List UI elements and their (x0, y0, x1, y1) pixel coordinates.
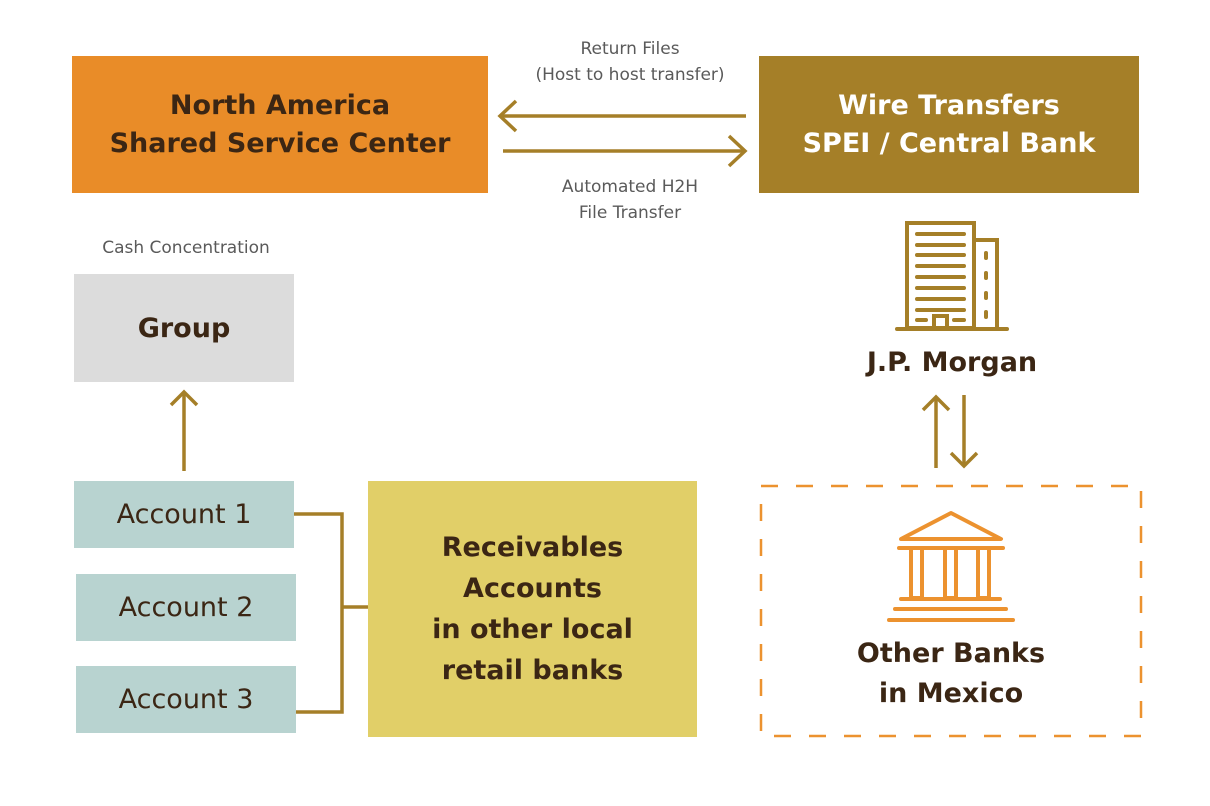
account-label: Account 2 (118, 592, 254, 623)
wire-transfers-node: Wire Transfers SPEI / Central Bank (759, 56, 1139, 193)
jp-morgan-label: J.P. Morgan (866, 346, 1038, 378)
bank-columns-icon (887, 511, 1015, 622)
return-files-arrow (497, 99, 746, 133)
node-title-line: retail banks (441, 655, 624, 686)
node-title-line: in Mexico (878, 678, 1024, 709)
node-title-line: Wire Transfers (838, 89, 1060, 121)
return-files-label: Return Files (Host to host transfer) (500, 36, 760, 88)
group-node: Group (74, 274, 294, 382)
node-title-line: in other local (432, 614, 633, 645)
automated-h2h-label: Automated H2H File Transfer (500, 174, 760, 226)
node-title-line: Receivables (441, 532, 624, 563)
node-title-line: SPEI / Central Bank (802, 127, 1096, 159)
node-title-line: Accounts (463, 573, 602, 604)
edge-label-line: Automated H2H (561, 177, 699, 197)
automated-h2h-arrow (503, 134, 748, 168)
cash-concentration-caption: Cash Concentration (102, 238, 270, 258)
account-label: Account 3 (118, 684, 254, 715)
other-banks-dashed-border (759, 484, 1143, 738)
accounts-to-group-arrow (169, 389, 199, 471)
account-node: Account 1 (74, 481, 294, 548)
node-title-line: North America (169, 89, 391, 121)
receivables-node: Receivables Accounts in other local reta… (368, 481, 697, 737)
jpmorgan-to-other-banks-arrow (949, 395, 979, 469)
shared-service-center-node: North America Shared Service Center (72, 56, 488, 193)
office-building-icon (895, 221, 1009, 331)
node-title-line: Other Banks (856, 638, 1046, 669)
accounts-bracket-connector (294, 512, 368, 714)
account-label: Account 1 (116, 499, 252, 530)
group-label: Group (137, 312, 231, 344)
edge-label-line: Return Files (580, 39, 680, 59)
edge-label-line: File Transfer (578, 203, 682, 223)
other-banks-node: Other Banks in Mexico (761, 632, 1141, 716)
account-node: Account 3 (76, 666, 296, 733)
other-banks-to-jpmorgan-arrow (921, 394, 951, 468)
edge-label-line: (Host to host transfer) (535, 65, 725, 85)
account-node: Account 2 (76, 574, 296, 641)
node-title-line: Shared Service Center (109, 127, 451, 159)
